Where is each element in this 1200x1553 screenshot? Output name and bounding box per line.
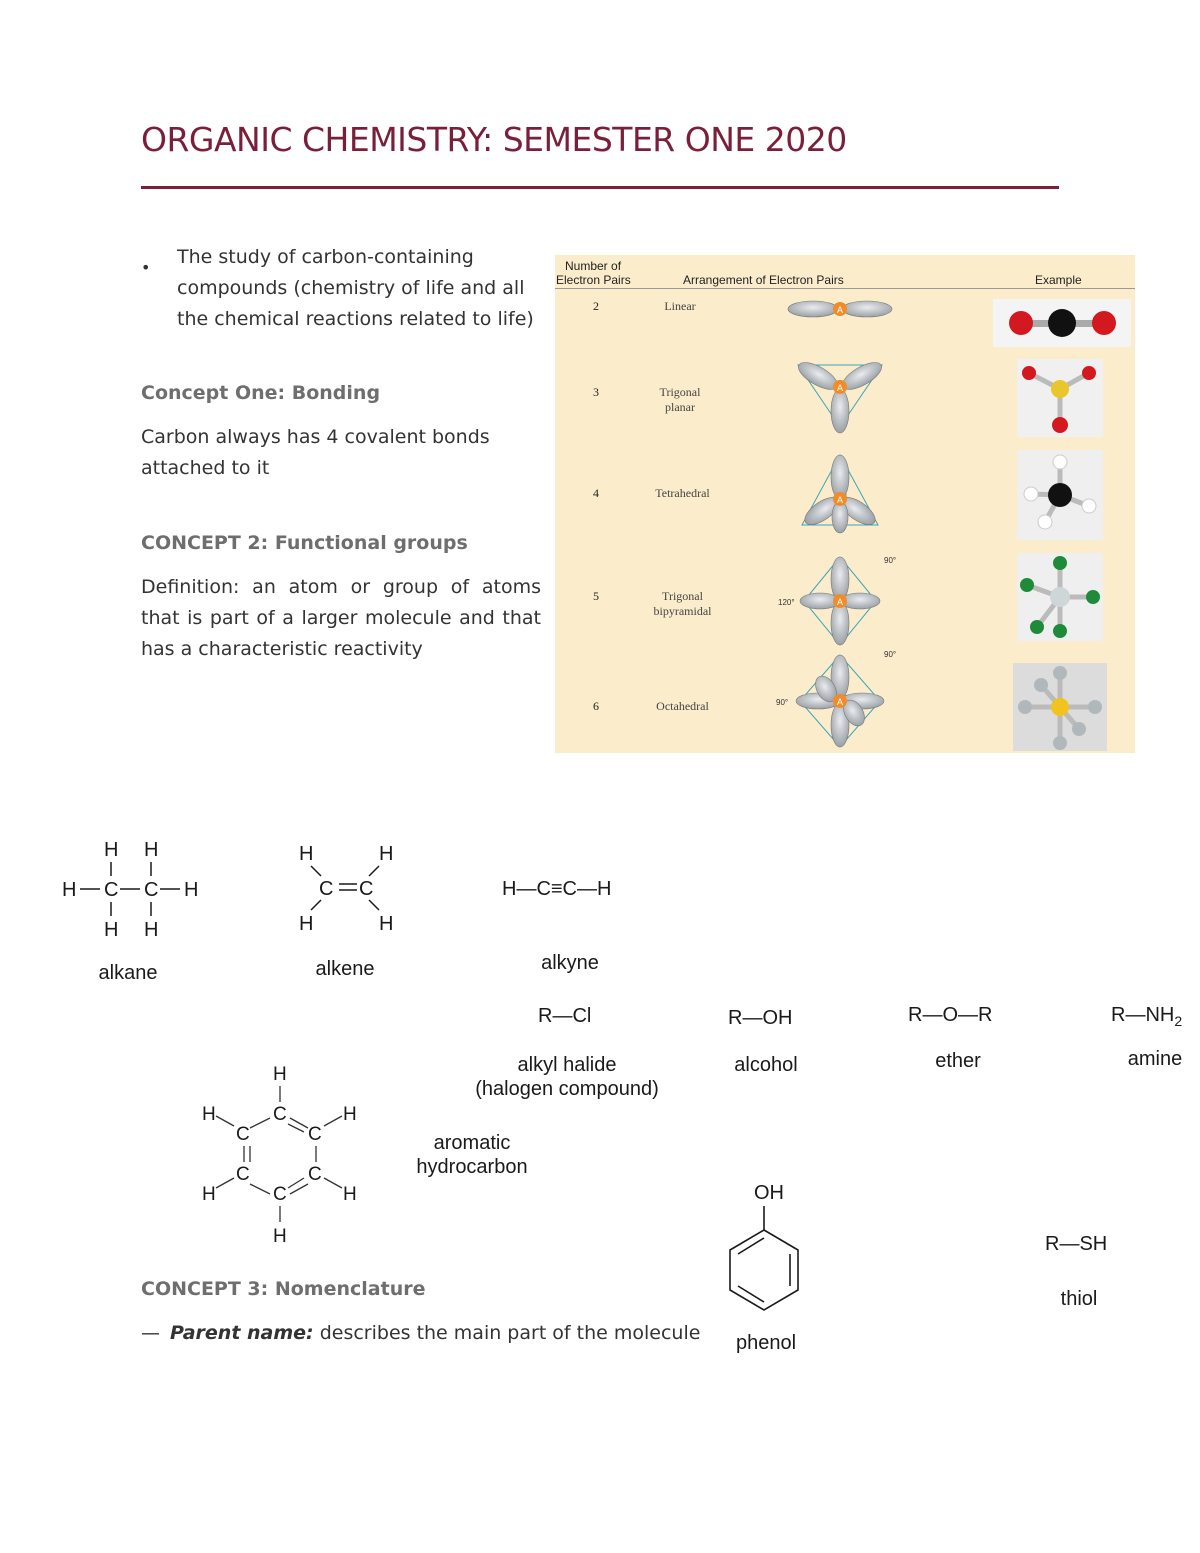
col-header-pairs-line2: Electron Pairs: [556, 273, 631, 287]
concept-three-text: —Parent name: describes the main part of…: [141, 1322, 701, 1344]
svg-text:C: C: [236, 1164, 250, 1185]
svg-text:H: H: [184, 879, 198, 901]
alcohol-formula: R—OH: [728, 1007, 793, 1029]
svg-text:H: H: [379, 913, 393, 935]
amine-formula: R—NH2: [1111, 1004, 1183, 1029]
title-rule: [141, 186, 1059, 189]
aromatic-label: aromatic: [433, 1132, 511, 1154]
phenol-oh: OH: [754, 1182, 784, 1204]
row-shape: Octahedral: [656, 699, 709, 713]
row-shape: Trigonal: [659, 385, 701, 399]
thiol-formula: R—SH: [1045, 1233, 1108, 1255]
trigonal-bipyramidal-model-image: [1017, 553, 1103, 641]
svg-text:A: A: [837, 597, 843, 607]
svg-text:120°: 120°: [778, 598, 795, 607]
svg-text:C: C: [236, 1124, 250, 1145]
svg-text:H: H: [104, 919, 118, 941]
alcohol-label: alcohol: [734, 1054, 798, 1076]
page-title: ORGANIC CHEMISTRY: SEMESTER ONE 2020: [141, 120, 847, 159]
row-shape: Trigonal: [662, 589, 703, 603]
svg-text:A: A: [837, 495, 843, 505]
svg-text:C: C: [308, 1124, 322, 1145]
row-shape: Linear: [664, 299, 696, 313]
linear-orbital-icon: A: [787, 300, 893, 318]
linear-model-image: [993, 299, 1131, 347]
alkyne-label: alkyne: [541, 952, 599, 974]
alkene-structure: H H C C H H: [299, 843, 393, 935]
row-shape: Tetrahedral: [655, 486, 710, 500]
row-pairs: 5: [593, 589, 599, 603]
row-pairs: 4: [593, 486, 599, 500]
concept-one-heading: Concept One: Bonding: [141, 382, 381, 404]
concept-two-definition: Definition: an atom or group of atoms th…: [141, 576, 541, 660]
alkyl-halide-formula: R—Cl: [538, 1005, 592, 1027]
col-header-example: Example: [1035, 273, 1082, 287]
orbital-diagrams: A A A A: [776, 300, 896, 748]
alkane-structure: H H H C C H H H: [62, 839, 198, 941]
svg-text:H: H: [299, 913, 313, 935]
phenol-ring: [729, 1206, 799, 1311]
svg-text:C: C: [104, 879, 118, 901]
svg-text:C: C: [319, 878, 333, 900]
benzene-structure: H C C C C C C H H H H H: [202, 1064, 357, 1247]
svg-text:C: C: [273, 1104, 287, 1125]
svg-text:H: H: [202, 1184, 216, 1205]
svg-text:H: H: [299, 843, 313, 865]
row-pairs: 6: [593, 699, 599, 713]
tetrahedral-orbital-icon: A: [801, 453, 879, 534]
svg-text:A: A: [837, 305, 843, 315]
svg-text:C: C: [359, 878, 373, 900]
octahedral-orbital-icon: A 90° 90°: [776, 650, 896, 748]
row-shape: planar: [665, 400, 695, 414]
svg-text:C: C: [308, 1164, 322, 1185]
svg-text:A: A: [837, 697, 843, 707]
trigonal-planar-model-image: [1017, 359, 1103, 437]
svg-text:90°: 90°: [884, 556, 896, 565]
concept-two-heading: CONCEPT 2: Functional groups: [141, 532, 468, 554]
svg-text:A: A: [837, 383, 843, 393]
trigonal-bipyramidal-orbital-icon: A 90° 120°: [778, 556, 896, 646]
svg-text:H: H: [62, 879, 76, 901]
svg-text:H: H: [144, 839, 158, 861]
bullet-marker: •: [141, 258, 151, 277]
tetrahedral-model-image: [1017, 450, 1103, 540]
alkyl-halide-sublabel: (halogen compound): [475, 1078, 659, 1100]
concept-three-heading: CONCEPT 3: Nomenclature: [141, 1278, 426, 1300]
row-shape: bipyramidal: [653, 604, 712, 618]
vsepr-table: Number of Electron Pairs Arrangement of …: [555, 255, 1135, 753]
svg-text:H: H: [144, 919, 158, 941]
thiol-label: thiol: [1060, 1288, 1098, 1310]
concept-one-text: Carbon always has 4 covalent bonds attac…: [141, 426, 490, 479]
svg-text:H: H: [273, 1064, 287, 1085]
aromatic-sublabel: hydrocarbon: [416, 1156, 528, 1178]
alkane-label: alkane: [98, 962, 158, 984]
ether-label: ether: [935, 1050, 981, 1072]
row-pairs: 2: [593, 299, 599, 313]
header-divider: [555, 288, 1135, 289]
col-header-arrangement: Arrangement of Electron Pairs: [683, 273, 844, 287]
phenol-label: phenol: [735, 1332, 797, 1354]
svg-text:H: H: [379, 843, 393, 865]
alkene-label: alkene: [315, 958, 375, 980]
amine-label: amine: [1127, 1048, 1183, 1070]
svg-text:90°: 90°: [884, 650, 896, 659]
svg-text:H: H: [104, 839, 118, 861]
svg-text:H: H: [202, 1104, 216, 1125]
svg-text:C: C: [273, 1184, 287, 1205]
alkyne-formula: H—C≡C—H: [502, 878, 612, 900]
svg-text:H: H: [343, 1104, 357, 1125]
octahedral-model-image: [1013, 663, 1107, 751]
intro-text: The study of carbon-containing compounds…: [177, 246, 534, 330]
svg-text:90°: 90°: [776, 698, 788, 707]
trigonal-planar-orbital-icon: A: [797, 362, 883, 434]
row-pairs: 3: [593, 385, 599, 399]
ether-formula: R—O—R: [908, 1004, 993, 1026]
svg-text:H: H: [273, 1226, 287, 1247]
col-header-pairs-line1: Number of: [565, 259, 622, 273]
svg-text:H: H: [343, 1184, 357, 1205]
svg-text:C: C: [144, 879, 158, 901]
alkyl-halide-label: alkyl halide: [517, 1054, 617, 1076]
